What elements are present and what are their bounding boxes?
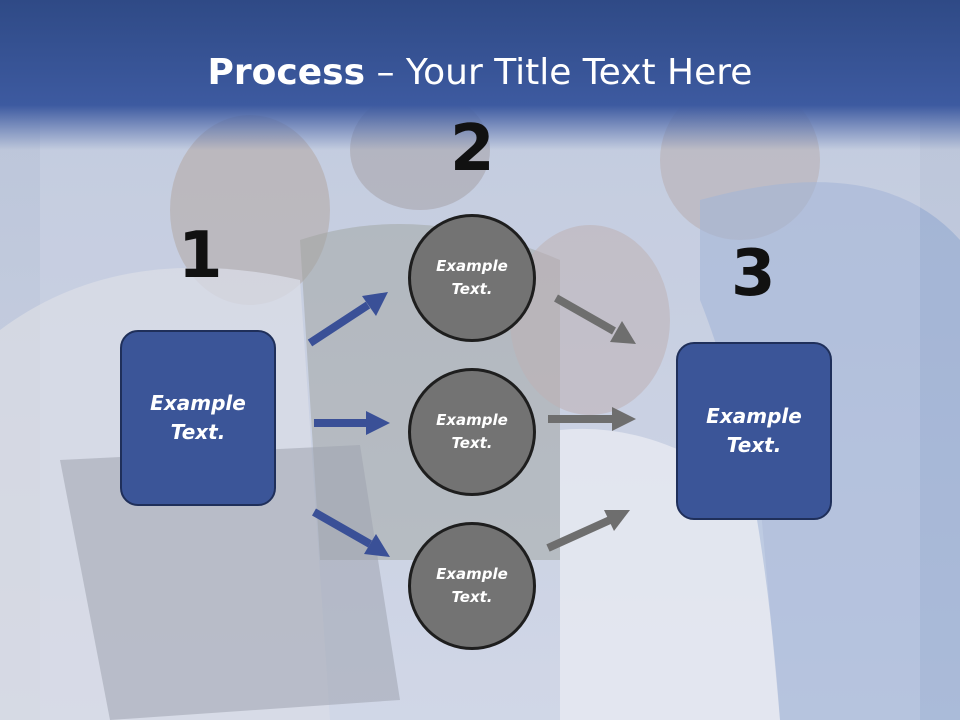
arrow-head-6 <box>604 510 630 531</box>
title-bar: Process – Your Title Text Here <box>0 0 960 150</box>
arrow-head-4 <box>610 321 636 344</box>
arrow-head-5 <box>612 407 636 431</box>
step-number-2: 2 <box>450 112 495 186</box>
step-number-3: 3 <box>731 237 776 311</box>
arrow-to-circle-3 <box>312 508 372 548</box>
title-bold: Process <box>207 52 366 93</box>
arrow-from-circle-3 <box>546 516 612 552</box>
circle-2: Example Text. <box>408 368 536 496</box>
step-number-1: 1 <box>178 219 223 293</box>
end-box: Example Text. <box>676 342 832 520</box>
circle-3: Example Text. <box>408 522 536 650</box>
arrow-head-1 <box>362 292 388 316</box>
arrow-to-circle-1 <box>307 301 371 347</box>
circle-1: Example Text. <box>408 214 536 342</box>
slide-title: Process – Your Title Text Here <box>0 52 960 93</box>
arrow-head-3 <box>364 534 390 557</box>
arrow-head-2 <box>366 411 390 435</box>
start-box: Example Text. <box>120 330 276 506</box>
title-rest: – Your Title Text Here <box>365 52 753 93</box>
arrow-from-circle-1 <box>554 294 616 335</box>
